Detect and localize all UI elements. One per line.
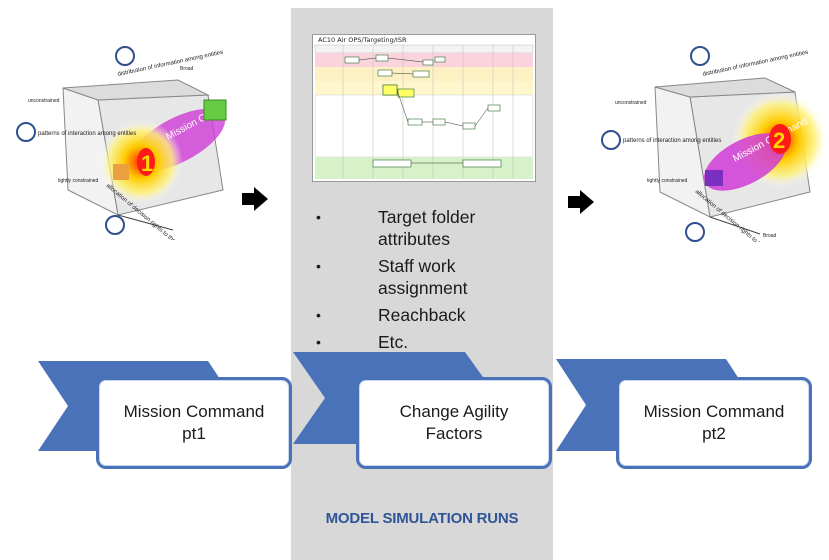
arrow-right-icon-1 [242, 187, 268, 211]
bullet-glyph: • [316, 334, 321, 350]
cube-label-tight-right: tightly constrained [647, 178, 688, 184]
step-box-change-agility-factors: Change Agility Factors [356, 377, 552, 469]
list-item: • Target folder attributes [316, 207, 476, 249]
step-label-line1: Mission Command [123, 402, 265, 421]
step-box-mission-command-pt1: Mission Command pt1 [96, 377, 292, 469]
step-label-line2: pt1 [182, 424, 206, 443]
list-item: • Staff work assignment [316, 256, 468, 298]
cube-label-unconstrained-left: unconstrained [28, 98, 60, 104]
cube-label-tight-left: tightly constrained [58, 178, 99, 184]
bullet-glyph: • [316, 209, 321, 225]
step-label-line1: Mission Command [643, 402, 785, 421]
cube-number-right: 2 [773, 128, 785, 153]
step-box-mission-command-pt2: Mission Command pt2 [616, 377, 812, 469]
cube-number-left: 1 [141, 151, 153, 176]
step-label-line2: Factors [425, 424, 483, 443]
bullet-glyph: • [316, 258, 321, 274]
process-flow-screenshot: AC10 Air OPS/Targeting/ISR [312, 34, 536, 182]
cube-label-broad-right: Broad [763, 233, 777, 239]
model-simulation-runs-label: MODEL SIMULATION RUNS [325, 510, 519, 527]
cube-axis-side-left: patterns of interaction among entities [38, 131, 136, 137]
cube-axis-top-right: distribution of information among entiti… [702, 50, 809, 78]
step-label-line2: pt2 [702, 424, 726, 443]
arrow-right-icon-2 [568, 190, 594, 214]
bullet-glyph: • [316, 307, 321, 323]
list-item: • Reachback [316, 305, 466, 325]
cube-label-unconstrained-right: unconstrained [615, 100, 647, 106]
step-label-line1: Change Agility [399, 402, 509, 421]
agility-factor-list: • Target folder attributes • Staff work … [310, 206, 540, 358]
screenshot-title: AC10 Air OPS/Targeting/ISR [318, 36, 407, 44]
list-item: • Etc. [316, 332, 409, 352]
agility-cube-right: Mission Command 2 distribution of inform… [601, 46, 828, 242]
agility-cube-left: Mission Command 1 distribution of inform… [16, 46, 243, 240]
cube-label-broad-left: Broad [180, 66, 194, 72]
cube-axis-side-right: patterns of interaction among entities [623, 138, 721, 144]
